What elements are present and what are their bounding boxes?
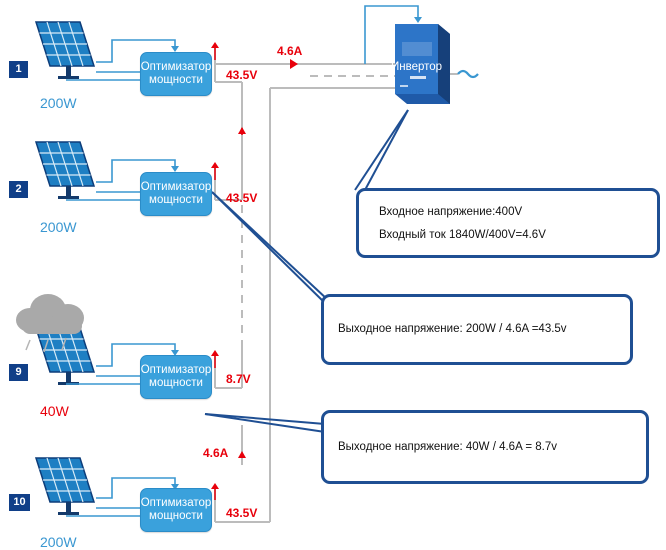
full-panel-callout: Выходное напряжение: 200W / 4.6A =43.5v	[321, 294, 633, 365]
optimizer-label: Оптимизатор мощности	[140, 497, 212, 522]
panel-power-label: 40W	[40, 403, 69, 419]
optimizer-label: Оптимизатор мощности	[140, 181, 212, 206]
optimizer-label: Оптимизатор мощности	[140, 61, 212, 86]
callout-text: Входный ток 1840W/400V=4.6V	[379, 229, 546, 241]
optimizer-voltage: 43.5V	[226, 191, 258, 205]
inverter-callout: Входное напряжение:400V Входный ток 1840…	[356, 188, 660, 258]
optimizer-voltage: 43.5V	[226, 506, 258, 520]
optimizer-voltage: 8.7V	[226, 372, 251, 386]
solar-panel-icon	[35, 327, 95, 386]
solar-panel-icon	[35, 141, 95, 200]
optimizer-voltage: 43.5V	[226, 68, 258, 82]
optimizer-label: Оптимизатор мощности	[140, 364, 212, 389]
callout-text: Входное напряжение:400V	[379, 206, 523, 218]
panel-number-badge: 10	[9, 494, 30, 511]
panel-number-badge: 1	[9, 61, 28, 78]
power-optimizer: Оптимизатор мощности	[140, 355, 212, 399]
arrow-right-icon	[290, 59, 298, 69]
inverter-icon	[364, 5, 479, 104]
arrow-up-icon	[211, 42, 246, 500]
panel-number-badge: 2	[9, 181, 28, 198]
string-current-label: 4.6A	[203, 446, 229, 460]
cloud-icon	[16, 294, 84, 353]
callout-text: Выходное напряжение: 200W / 4.6A =43.5v	[338, 323, 567, 335]
power-optimizer: Оптимизатор мощности	[140, 488, 212, 532]
panel-power-label: 200W	[40, 95, 77, 111]
callout-text: Выходное напряжение: 40W / 4.6A = 8.7v	[338, 441, 557, 453]
solar-panel-icon	[35, 457, 95, 516]
power-optimizer: Оптимизатор мощности	[140, 52, 212, 96]
solar-panel-icon	[35, 21, 95, 80]
shaded-panel-callout: Выходное напряжение: 40W / 4.6A = 8.7v	[321, 410, 649, 484]
panel-number-badge: 9	[9, 364, 28, 381]
power-optimizer: Оптимизатор мощности	[140, 172, 212, 216]
string-current-label: 4.6A	[277, 44, 303, 58]
panel-power-label: 200W	[40, 534, 77, 550]
inverter-label: Инвертор	[391, 61, 443, 73]
panel-power-label: 200W	[40, 219, 77, 235]
